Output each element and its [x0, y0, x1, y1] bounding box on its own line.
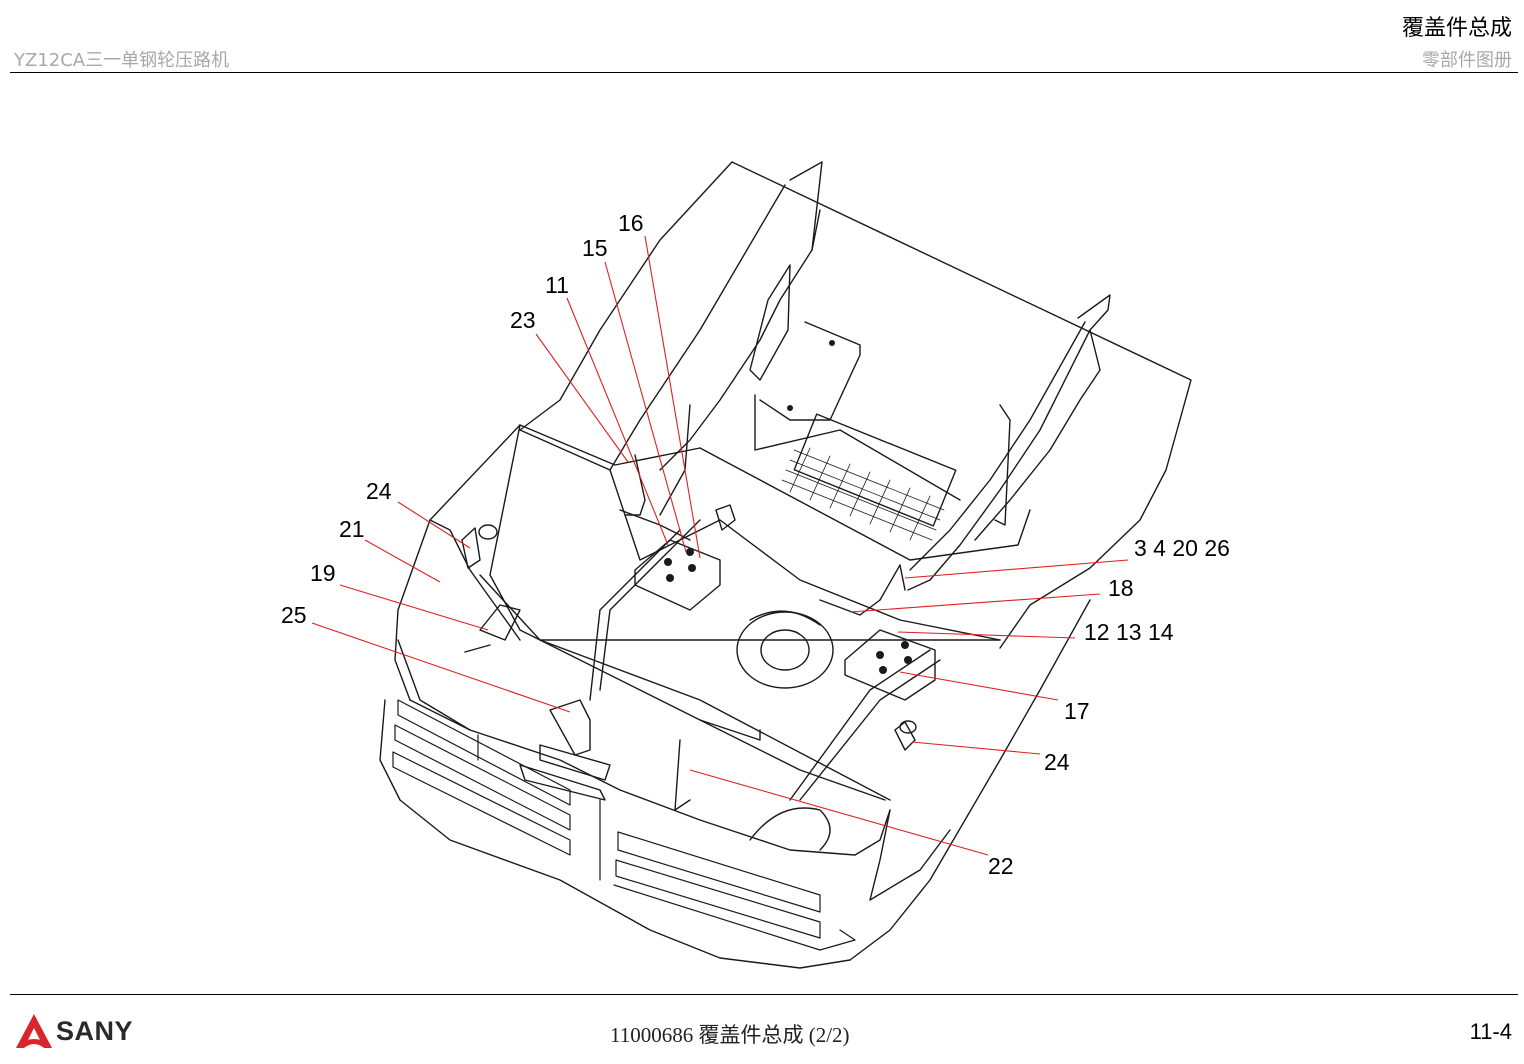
model-name: YZ12CA三一单钢轮压路机	[14, 50, 230, 71]
callout-12-13-14: 12 13 14	[1084, 619, 1174, 645]
callout-18: 18	[1108, 575, 1134, 601]
callout-24-right: 24	[1044, 749, 1070, 775]
callout-3-4-20-26: 3 4 20 26	[1134, 535, 1230, 561]
callout-15: 15	[582, 235, 608, 261]
callout-19: 19	[310, 560, 336, 586]
callout-23: 23	[510, 307, 536, 333]
header-rule	[10, 72, 1518, 73]
document-caption: 11000686 覆盖件总成 (2/2)	[610, 1023, 850, 1047]
page-title: 覆盖件总成	[1401, 16, 1512, 41]
callout-11: 11	[545, 272, 569, 298]
callout-17: 17	[1064, 698, 1090, 724]
catalog-name: 零部件图册	[1422, 50, 1512, 71]
callout-22: 22	[988, 853, 1014, 879]
callout-21: 21	[339, 516, 365, 542]
callout-24: 24	[366, 478, 392, 504]
callout-25: 25	[281, 602, 307, 628]
callout-16: 16	[618, 210, 644, 236]
sany-logo-icon	[16, 1014, 52, 1048]
footer-rule	[10, 994, 1518, 995]
page-number: 11-4	[1469, 1019, 1512, 1044]
brand-name: SANY	[56, 1016, 134, 1046]
